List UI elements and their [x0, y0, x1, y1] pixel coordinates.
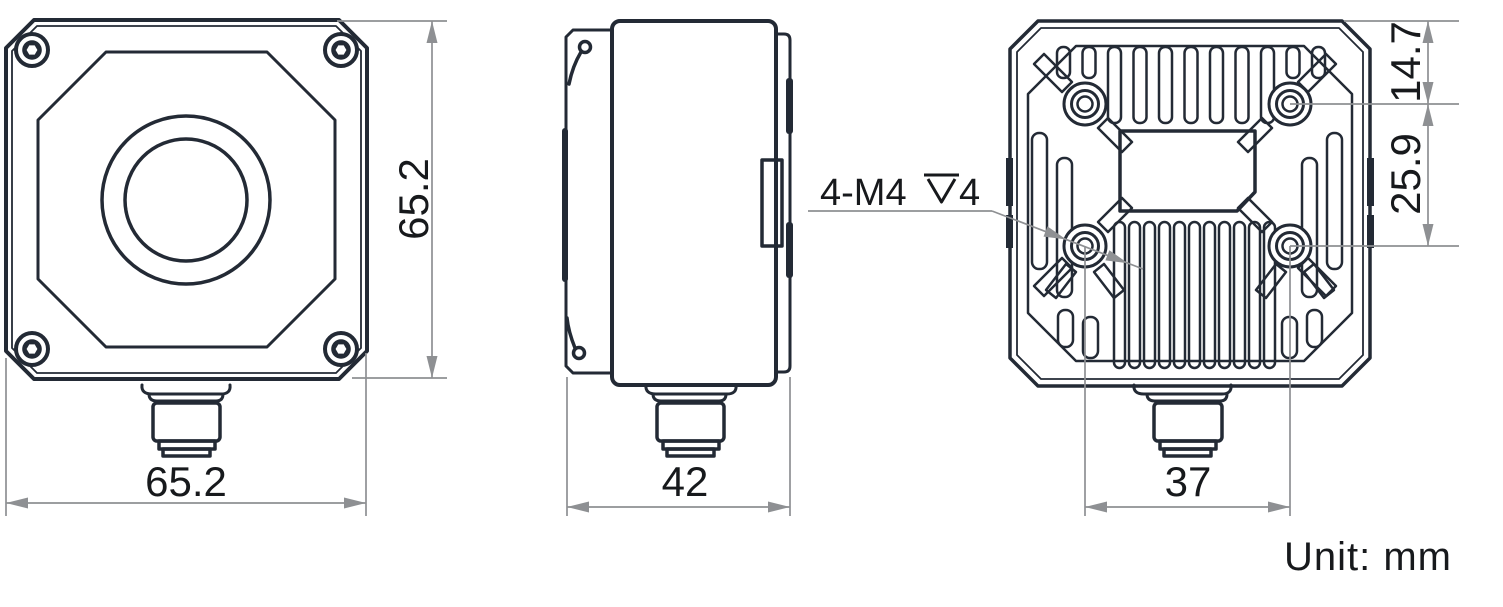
front-view	[4, 18, 369, 458]
dim-side-depth-value: 42	[662, 458, 709, 505]
side-connector	[644, 383, 738, 458]
dim-mount-holes-vertical: 14.7 25.9	[1290, 20, 1459, 247]
torx-screw-icon	[323, 331, 359, 367]
side-rear-bump-top	[786, 78, 793, 134]
dim-front-width-value: 65.2	[145, 458, 227, 505]
back-side-tab	[1367, 215, 1374, 248]
back-view	[1006, 19, 1374, 458]
dim-front-height-value: 65.2	[390, 158, 437, 240]
side-body-outline	[610, 19, 778, 387]
front-body-outline	[4, 18, 369, 381]
unit-label: Unit: mm	[1284, 535, 1452, 579]
back-side-tab	[1006, 215, 1013, 248]
dim-hole-spacing-horizontal-value: 37	[1165, 458, 1212, 505]
side-rear-panel	[774, 32, 792, 374]
back-connector	[1132, 383, 1233, 458]
lens-inner-ring	[123, 137, 249, 263]
front-connector	[140, 383, 232, 458]
back-body-inner-line	[1016, 27, 1364, 380]
dim-side-depth: 42	[566, 377, 791, 516]
torx-screw-icon	[323, 32, 359, 68]
mount-hole-boss	[1062, 81, 1108, 127]
side-slot	[760, 158, 784, 248]
heatsink-boundary	[1026, 44, 1354, 363]
dim-mount-holes-horizontal: 37	[1084, 246, 1291, 516]
thread-callout-suffix: 4	[959, 172, 980, 214]
dim-hole-offset-top-value: 14.7	[1382, 21, 1429, 103]
side-corner-hook-bottom	[565, 316, 587, 361]
thread-callout-prefix: 4-M4	[820, 172, 907, 214]
back-body-outline	[1008, 19, 1372, 388]
side-corner-hook-top	[567, 39, 593, 86]
label-area	[1118, 129, 1257, 213]
torx-screw-icon	[14, 331, 50, 367]
side-view	[562, 19, 793, 458]
front-face-panel	[36, 50, 337, 349]
side-window-edge	[562, 128, 568, 282]
heatsink-ribs	[1032, 52, 1338, 300]
torx-screw-icon	[14, 32, 50, 68]
back-side-tab	[1367, 158, 1374, 206]
thread-callout: 4-M4 4	[808, 172, 1144, 270]
side-front-bezel	[564, 28, 614, 375]
front-body-inner-line	[11, 25, 362, 374]
heatsink-fins	[1030, 45, 1344, 370]
back-side-tab	[1006, 158, 1013, 206]
side-rear-bump-bottom	[786, 222, 793, 278]
dim-hole-spacing-vertical-value: 25.9	[1382, 133, 1429, 215]
lens-outer-ring	[100, 114, 272, 286]
dim-front-width: 65.2	[5, 353, 367, 516]
dim-front-height: 65.2	[337, 20, 447, 379]
depth-symbol-icon	[924, 173, 959, 204]
